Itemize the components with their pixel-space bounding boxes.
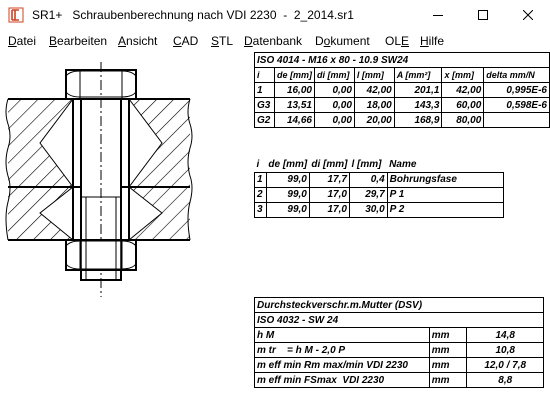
menu-stl[interactable]: STL (211, 34, 234, 48)
table-cell: P 1 (386, 186, 505, 203)
table-cell: 20,00 (353, 112, 395, 128)
column-header: i (254, 157, 267, 173)
table-cell: 17,7 (308, 171, 350, 188)
bolt-geometry-table: ISO 4014 - M16 x 80 - 10.9 SW24 i de [mm… (254, 52, 550, 128)
table-cell: 42,00 (353, 82, 395, 98)
table-cell: 143,3 (393, 97, 443, 113)
minimize-button[interactable] (415, 0, 460, 30)
table-cell: m eff min Rm max/min VDI 2230 (254, 357, 430, 373)
table-cell: 99,0 (265, 201, 310, 218)
table-row: m tr = h M - 2,0 P mm 10,8 (254, 342, 544, 358)
column-header: di [mm] (313, 67, 355, 83)
table-cell: m tr = h M - 2,0 P (254, 342, 430, 358)
table-cell: 60,00 (441, 97, 485, 113)
column-header: l [mm] (349, 157, 388, 173)
table-cell: 0,00 (313, 112, 355, 128)
table-cell: h M (254, 327, 430, 343)
table-cell: P 2 (386, 201, 505, 218)
nut-table: Durchsteckverschr.m.Mutter (DSV) ISO 403… (254, 297, 544, 388)
nut-table-title: Durchsteckverschr.m.Mutter (DSV) (254, 297, 544, 313)
table-row: 3 99,0 17,0 30,0 P 2 (254, 201, 505, 218)
menu-cad[interactable]: CAD (173, 34, 199, 48)
close-icon (522, 10, 533, 20)
table-cell: 14,8 (466, 327, 544, 343)
table-cell: 30,0 (348, 201, 388, 218)
table-cell: 17,0 (308, 201, 350, 218)
table-cell: 12,0 / 7,8 (466, 357, 544, 373)
table-cell: 29,7 (348, 186, 388, 203)
table-cell: 0,598E-6 (483, 97, 550, 113)
nut-table-subtitle: ISO 4032 - SW 24 (254, 312, 544, 328)
table-row: m eff min Rm max/min VDI 2230 mm 12,0 / … (254, 357, 544, 373)
table-cell: 168,9 (393, 112, 443, 128)
table-cell: 2 (254, 186, 267, 203)
menu-bearbeiten[interactable]: Bearbeiten (49, 34, 108, 48)
table-cell: 0,00 (313, 82, 355, 98)
table-cell: 17,0 (308, 186, 350, 203)
table-cell: 0,4 (348, 171, 388, 188)
menu-ole[interactable]: OLE (385, 34, 410, 48)
table-cell: Bohrungsfase (386, 171, 505, 188)
title-bar: SR1+ Schraubenberechnung nach VDI 2230 -… (0, 0, 550, 30)
table-cell: 0,00 (313, 97, 355, 113)
column-header: i (254, 67, 275, 83)
table-cell: 99,0 (265, 171, 310, 188)
table-cell: 10,8 (466, 342, 544, 358)
minimize-icon (432, 15, 443, 16)
table-row: 1 99,0 17,7 0,4 Bohrungsfase (254, 171, 505, 188)
table-cell: 201,1 (393, 82, 443, 98)
menu-bar: Datei Bearbeiten Ansicht CAD STL Datenba… (0, 30, 550, 52)
window-title: SR1+ Schraubenberechnung nach VDI 2230 -… (32, 8, 354, 22)
column-header: x [mm] (441, 67, 485, 83)
table-cell: 1 (254, 171, 267, 188)
maximize-button[interactable] (460, 0, 505, 30)
table-cell (483, 112, 550, 128)
table-cell: G2 (254, 112, 275, 128)
table-cell: mm (428, 342, 468, 358)
table-cell: m eff min FSmax VDI 2230 (254, 372, 430, 388)
table-cell: G3 (254, 97, 275, 113)
column-header: l [mm] (353, 67, 395, 83)
menu-dokument[interactable]: Dokument (315, 34, 370, 48)
table-row: 2 99,0 17,0 29,7 P 1 (254, 186, 505, 203)
table-row: h M mm 14,8 (254, 327, 544, 343)
menu-hilfe[interactable]: Hilfe (420, 34, 445, 48)
table-cell: 14,66 (273, 112, 315, 128)
table-cell: mm (428, 327, 468, 343)
table-row: G3 13,51 0,00 18,00 143,3 60,00 0,598E-6 (254, 97, 550, 113)
bolt-joint-drawing (5, 62, 193, 297)
menu-datenbank[interactable]: Datenbank (244, 34, 303, 48)
table-cell: 3 (254, 201, 267, 218)
table-cell: 16,00 (273, 82, 315, 98)
table-cell: 99,0 (265, 186, 310, 203)
table-row: G2 14,66 0,00 20,00 168,9 80,00 (254, 112, 550, 128)
document-canvas[interactable]: ISO 4014 - M16 x 80 - 10.9 SW24 i de [mm… (0, 52, 550, 402)
bolt-table-title: ISO 4014 - M16 x 80 - 10.9 SW24 (254, 52, 550, 68)
bore-layers-table: i de [mm] di [mm] l [mm] Name 1 99,0 17,… (254, 157, 505, 218)
table-cell: mm (428, 372, 468, 388)
table-cell: 0,995E-6 (483, 82, 550, 98)
column-header: A [mm²] (393, 67, 443, 83)
table-cell: mm (428, 357, 468, 373)
menu-datei[interactable]: Datei (8, 34, 37, 48)
close-button[interactable] (505, 0, 550, 30)
maximize-icon (477, 10, 488, 20)
column-header: Name (387, 157, 504, 173)
app-icon[interactable] (8, 7, 24, 23)
table-cell: 8,8 (466, 372, 544, 388)
column-header: delta mm/N (483, 67, 550, 83)
table-cell: 80,00 (441, 112, 485, 128)
column-header: de [mm] (273, 67, 315, 83)
menu-ansicht[interactable]: Ansicht (118, 34, 158, 48)
table-row: 1 16,00 0,00 42,00 201,1 42,00 0,995E-6 (254, 82, 550, 98)
table-cell: 42,00 (441, 82, 485, 98)
table-cell: 1 (254, 82, 275, 98)
column-header: de [mm] (266, 157, 310, 173)
column-header: di [mm] (309, 157, 350, 173)
table-cell: 18,00 (353, 97, 395, 113)
table-cell: 13,51 (273, 97, 315, 113)
table-row: m eff min FSmax VDI 2230 mm 8,8 (254, 372, 544, 388)
